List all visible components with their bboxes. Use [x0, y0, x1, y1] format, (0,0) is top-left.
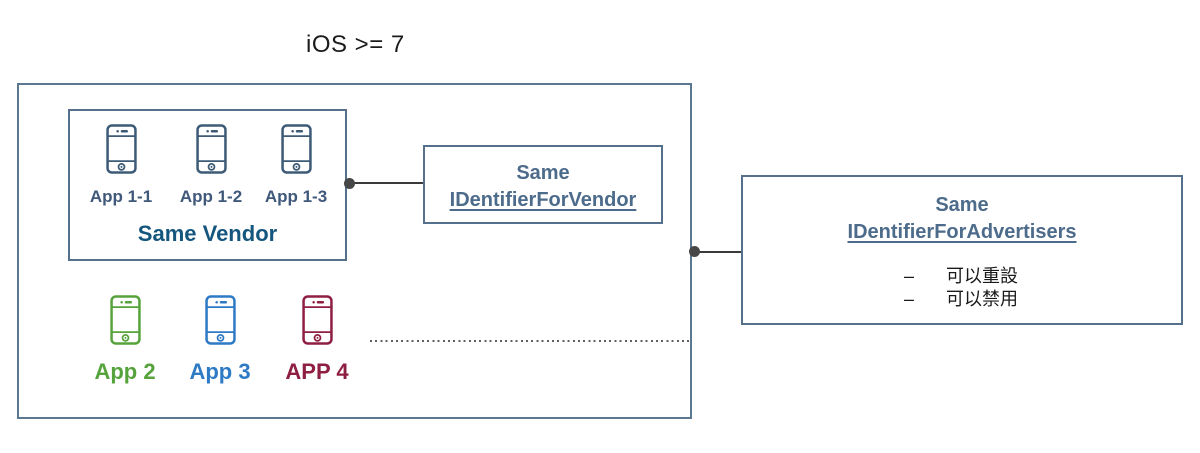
bullet-item: – 可以重設: [743, 265, 1181, 288]
app-2-item: App 2: [80, 295, 170, 385]
connector-line-vendor: [349, 182, 424, 184]
same-vendor-group-box: App 1-1 App 1-2: [68, 109, 347, 261]
app-label: App 1-3: [264, 187, 328, 206]
identifier-for-advertisers-box: Same IDentifierForAdvertisers – 可以重設 – 可…: [741, 175, 1183, 325]
vendor-box-line2: IDentifierForVendor: [449, 189, 637, 211]
bullet-dash: –: [904, 289, 915, 309]
bullet-item: – 可以禁用: [743, 288, 1181, 311]
dotted-separator-line: [370, 340, 692, 342]
diagram-title: iOS >= 7: [306, 31, 405, 58]
app-label: App 2: [94, 359, 156, 384]
bullet-dash: –: [904, 266, 915, 286]
connector-line-advertisers: [692, 251, 742, 253]
app-4-item: APP 4: [272, 295, 362, 385]
ios7-scope-box: App 1-1 App 1-2: [17, 83, 692, 419]
bullet-text: 可以禁用: [946, 289, 1018, 309]
vendor-box-line1: Same: [516, 162, 570, 184]
connector-dot-vendor: [344, 178, 355, 189]
phone-icon: [280, 124, 312, 174]
phone-icon: [195, 124, 227, 174]
identifier-for-vendor-box: Same IDentifierForVendor: [423, 145, 663, 224]
advertisers-box-line2: IDentifierForAdvertisers: [847, 221, 1077, 243]
same-vendor-caption: Same Vendor: [137, 221, 278, 246]
app-label: App 1-1: [89, 187, 153, 206]
app-label: App 3: [189, 359, 251, 384]
phone-icon: [109, 295, 141, 345]
app-3-item: App 3: [175, 295, 265, 385]
app-label: App 1-2: [179, 187, 243, 206]
phone-icon: [105, 124, 137, 174]
bullet-text: 可以重設: [946, 266, 1018, 286]
app-1-3-item: App 1-3: [261, 124, 331, 207]
advertisers-box-line1: Same: [935, 194, 989, 216]
app-1-2-item: App 1-2: [176, 124, 246, 207]
phone-icon: [204, 295, 236, 345]
app-1-1-item: App 1-1: [86, 124, 156, 207]
app-label: APP 4: [285, 359, 349, 384]
connector-dot-advertisers: [689, 246, 700, 257]
advertisers-bullet-list: – 可以重設 – 可以禁用: [743, 265, 1181, 311]
phone-icon: [301, 295, 333, 345]
